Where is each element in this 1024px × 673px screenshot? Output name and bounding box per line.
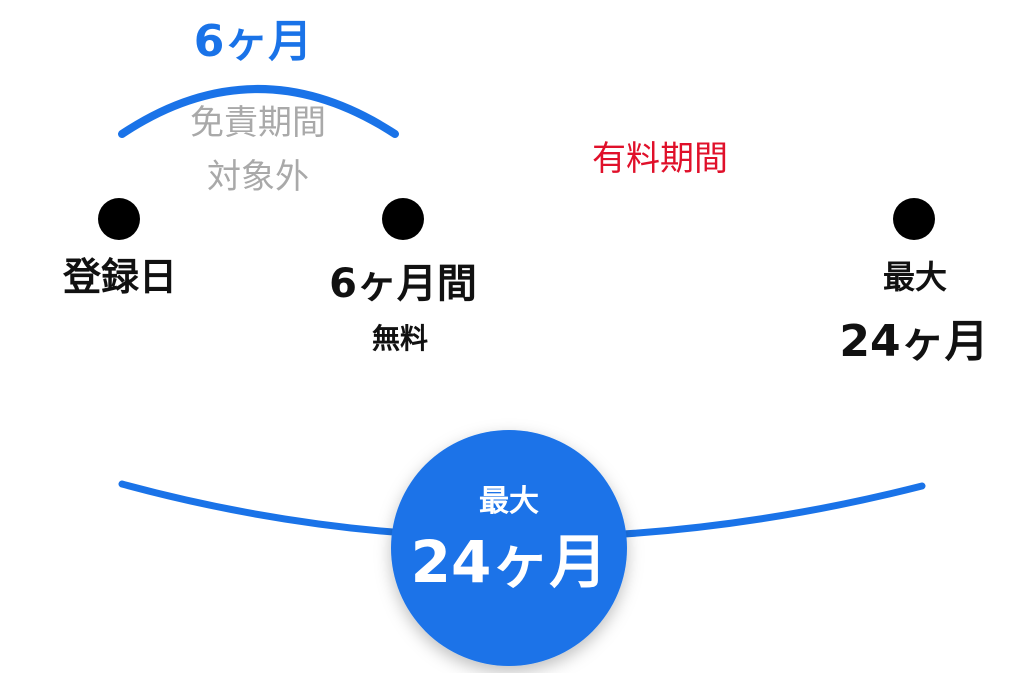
exempt-label-line1: 免責期間 bbox=[190, 103, 326, 143]
start-date-label: 登録日 bbox=[62, 255, 177, 299]
milestone-dot-start bbox=[98, 198, 140, 240]
six-month-sub-label: 無料 bbox=[371, 322, 428, 355]
badge-top-label: 最大 bbox=[479, 484, 539, 519]
badge-bottom-label: 24ヶ月 bbox=[410, 528, 608, 596]
milestone-dot-six-month bbox=[382, 198, 424, 240]
exempt-period-arc bbox=[118, 85, 399, 138]
milestone-dot-max bbox=[893, 198, 935, 240]
max-top-label: 最大 bbox=[882, 258, 947, 296]
max-period-badge-circle bbox=[391, 430, 627, 666]
exempt-label-line2: 対象外 bbox=[207, 157, 309, 197]
exempt-duration-label: 6ヶ月 bbox=[193, 16, 313, 67]
max-bottom-label: 24ヶ月 bbox=[839, 316, 989, 367]
paid-period-label: 有料期間 bbox=[592, 139, 728, 179]
six-month-title-label: 6ヶ月間 bbox=[329, 261, 477, 307]
